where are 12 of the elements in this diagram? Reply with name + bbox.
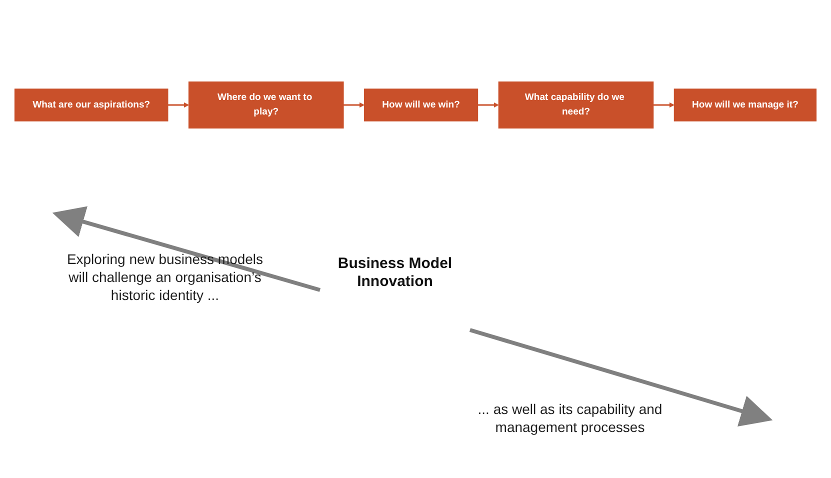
note-text: ... as well as its capability and management processes bbox=[476, 400, 664, 436]
arrow bbox=[168, 102, 189, 108]
node-box: How will we win? bbox=[364, 88, 478, 122]
node-box: How will we manage it? bbox=[674, 88, 817, 122]
arrow bbox=[478, 102, 499, 108]
node-box: Where do we want to play? bbox=[188, 82, 344, 128]
note-text: Exploring new business models will challenge an organisation’s historic identity ... bbox=[66, 250, 264, 304]
node-box: What are our aspirations? bbox=[14, 88, 168, 122]
node-box: What capability do we need? bbox=[498, 82, 654, 128]
arrow bbox=[653, 102, 674, 108]
arrow bbox=[344, 102, 365, 108]
center-label: Business Model Innovation bbox=[336, 255, 454, 291]
